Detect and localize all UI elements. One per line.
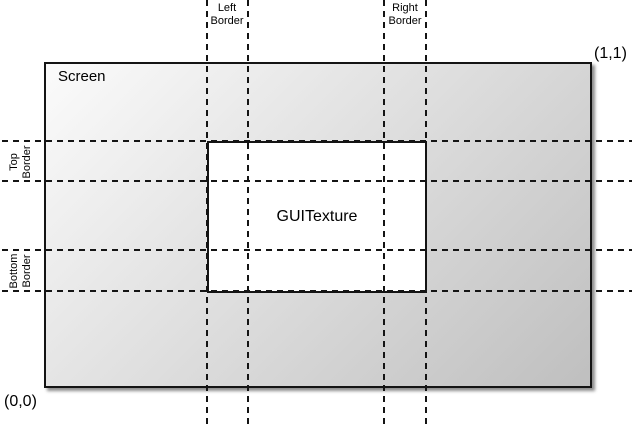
left-border-label-line1: Left xyxy=(217,2,237,14)
guitexture-rect: GUITexture xyxy=(207,141,427,293)
bottom-border-outer-line xyxy=(2,290,632,292)
right-border-label: Right Border xyxy=(375,2,435,28)
left-border-inner-line xyxy=(247,0,249,425)
screen-label: Screen xyxy=(58,68,106,85)
right-border-label-line1: Right xyxy=(392,2,418,14)
top-border-outer-line xyxy=(2,140,632,142)
top-border-label-line2: Border xyxy=(21,145,33,179)
top-border-label-line1: Top xyxy=(8,153,20,171)
bottom-border-label-line1: Bottom xyxy=(8,253,20,289)
right-border-label-line2: Border xyxy=(388,15,422,27)
top-right-coordinate-label: (1,1) xyxy=(594,45,627,62)
bottom-border-inner-line xyxy=(2,249,632,251)
bottom-border-label-line2: Border xyxy=(21,254,33,288)
bottom-border-label: Bottom Border xyxy=(8,248,34,294)
right-border-outer-line xyxy=(425,0,427,425)
top-border-label: Top Border xyxy=(8,139,34,185)
guitexture-label: GUITexture xyxy=(276,208,358,225)
origin-coordinate-label: (0,0) xyxy=(4,393,37,410)
left-border-outer-line xyxy=(206,0,208,425)
top-border-inner-line xyxy=(2,180,632,182)
left-border-label-line2: Border xyxy=(210,15,244,27)
right-border-inner-line xyxy=(383,0,385,425)
left-border-label: Left Border xyxy=(197,2,257,28)
